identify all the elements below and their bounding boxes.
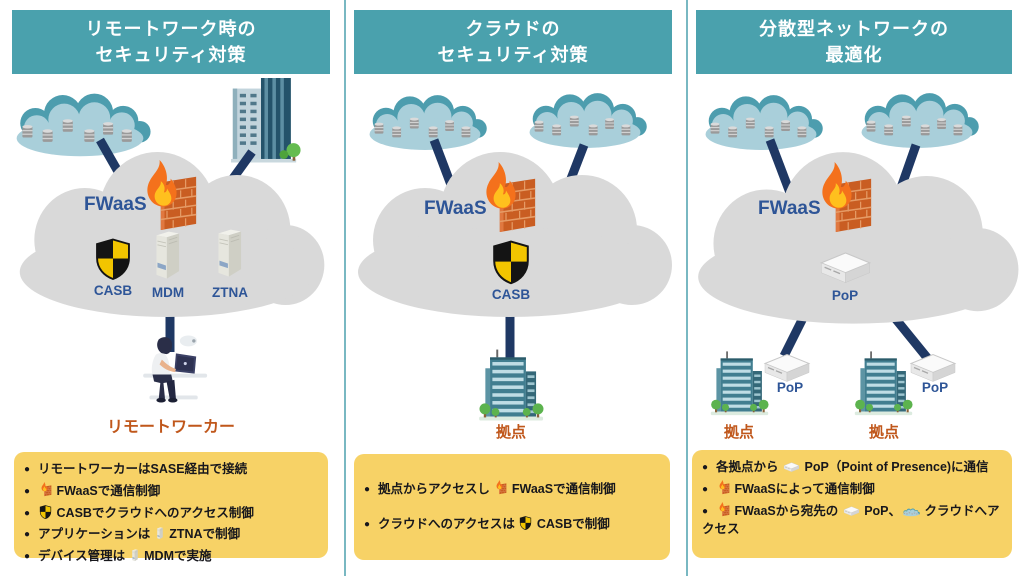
notes-box: リモートワーカーはSASE経由で接続 FWaaSで通信制御 CASBでクラウドへ… bbox=[14, 452, 328, 563]
bullet-item: FWaaSによって通信制御 bbox=[702, 479, 1004, 499]
bullet-item: クラウドへのアクセスは CASBで制御 bbox=[364, 515, 662, 534]
title-line: 分散型ネットワークの bbox=[759, 18, 949, 39]
panel-title-distributed-network: 分散型ネットワークの 最適化 bbox=[696, 10, 1012, 74]
server-icon bbox=[156, 527, 163, 540]
title-line: リモートワーク時の bbox=[85, 18, 257, 39]
firewall-icon bbox=[719, 501, 730, 516]
title-line: セキュリティ対策 bbox=[95, 45, 247, 65]
bullet-item: 各拠点から PoP（Point of Presence)に通信 bbox=[702, 458, 1004, 477]
site-label: 拠点 bbox=[495, 424, 527, 441]
saas-cloud-icon bbox=[862, 93, 979, 148]
casb-label: CASB bbox=[491, 287, 531, 302]
title-line: 最適化 bbox=[825, 45, 883, 65]
bullet-item: アプリケーションは ZTNAで制御 bbox=[24, 525, 320, 544]
bullet-item: リモートワーカーはSASE経由で接続 bbox=[24, 460, 320, 479]
bullet-list: 拠点からアクセスし FWaaSで通信制御クラウドへのアクセスは CASBで制御 bbox=[354, 454, 670, 534]
casb-shield-icon bbox=[519, 516, 532, 530]
pop-device-icon bbox=[764, 353, 810, 383]
pop-label: PoP bbox=[921, 380, 949, 395]
fwaas-label: FWaaS bbox=[758, 198, 821, 219]
remote-worker-label: リモートワーカー bbox=[106, 419, 236, 436]
panel-divider bbox=[686, 0, 688, 576]
site-label: 拠点 bbox=[868, 424, 900, 441]
bullet-item: CASBでクラウドへのアクセス制御 bbox=[24, 504, 320, 523]
panel-cloud-security: クラウドの セキュリティ対策 FWaaS CASB 拠点 拠点からアクセスし F… bbox=[342, 0, 684, 576]
fwaas-label: FWaaS bbox=[424, 198, 487, 219]
title-line: セキュリティ対策 bbox=[437, 45, 589, 65]
panel-remote-work: リモートワーク時の セキュリティ対策 FWaaS CASB MDM ZTNA リ… bbox=[0, 0, 342, 576]
diagram-remote-work bbox=[0, 78, 325, 403]
ztna-label: ZTNA bbox=[212, 285, 248, 300]
title-line: クラウドの bbox=[465, 18, 561, 39]
pop-label: PoP bbox=[831, 288, 859, 303]
panel-distributed-network: 分散型ネットワークの 最適化 FWaaS PoP 拠点 PoP 拠点 PoP 各… bbox=[684, 0, 1024, 576]
diagram-cloud-security bbox=[358, 0, 672, 421]
notes-box: 拠点からアクセスし FWaaSで通信制御クラウドへのアクセスは CASBで制御 bbox=[354, 454, 670, 560]
cloud-icon bbox=[902, 508, 920, 517]
panel-divider bbox=[344, 0, 346, 576]
mdm-server-icon bbox=[156, 231, 180, 280]
server-icon bbox=[131, 549, 138, 562]
panel-title-cloud-security: クラウドの セキュリティ対策 bbox=[354, 10, 672, 74]
ztna-server-icon bbox=[218, 229, 242, 278]
sase-cloud-icon bbox=[698, 152, 1019, 324]
bullet-list: リモートワーカーはSASE経由で接続 FWaaSで通信制御 CASBでクラウドへ… bbox=[14, 452, 328, 566]
saas-cloud-icon bbox=[530, 93, 647, 148]
office-building-icon bbox=[231, 78, 301, 163]
panel-title-remote-work: リモートワーク時の セキュリティ対策 bbox=[12, 10, 330, 74]
casb-shield-icon bbox=[39, 505, 52, 519]
pop-device-icon bbox=[783, 462, 800, 472]
diagram-distributed-network bbox=[698, 0, 1019, 416]
site-building-icon bbox=[854, 351, 913, 416]
pop-device-icon bbox=[843, 505, 859, 516]
saas-cloud-icon bbox=[706, 95, 823, 150]
notes-box: 各拠点から PoP（Point of Presence)に通信 FWaaSによっ… bbox=[692, 450, 1012, 558]
site-building-icon bbox=[710, 351, 769, 416]
pop-label: PoP bbox=[776, 380, 804, 395]
remote-worker-icon bbox=[143, 335, 208, 403]
bullet-item: FWaaSから宛先の PoP、 クラウドへアクセス bbox=[702, 501, 1004, 540]
firewall-icon bbox=[41, 481, 52, 497]
saas-cloud-icon bbox=[370, 95, 487, 150]
site-building-icon bbox=[479, 349, 544, 421]
bullet-item: FWaaSで通信制御 bbox=[24, 481, 320, 501]
mdm-label: MDM bbox=[151, 285, 185, 300]
saas-cloud-icon bbox=[17, 94, 151, 157]
firewall-icon bbox=[496, 479, 507, 495]
pop-device-icon bbox=[910, 353, 956, 383]
firewall-icon bbox=[719, 479, 730, 495]
bullet-list: 各拠点から PoP（Point of Presence)に通信 FWaaSによっ… bbox=[692, 450, 1012, 539]
bullet-item: 拠点からアクセスし FWaaSで通信制御 bbox=[364, 479, 662, 499]
casb-label: CASB bbox=[93, 283, 133, 298]
fwaas-label: FWaaS bbox=[84, 194, 147, 215]
site-label: 拠点 bbox=[723, 424, 755, 441]
bullet-item: デバイス管理は MDMで実施 bbox=[24, 547, 320, 566]
